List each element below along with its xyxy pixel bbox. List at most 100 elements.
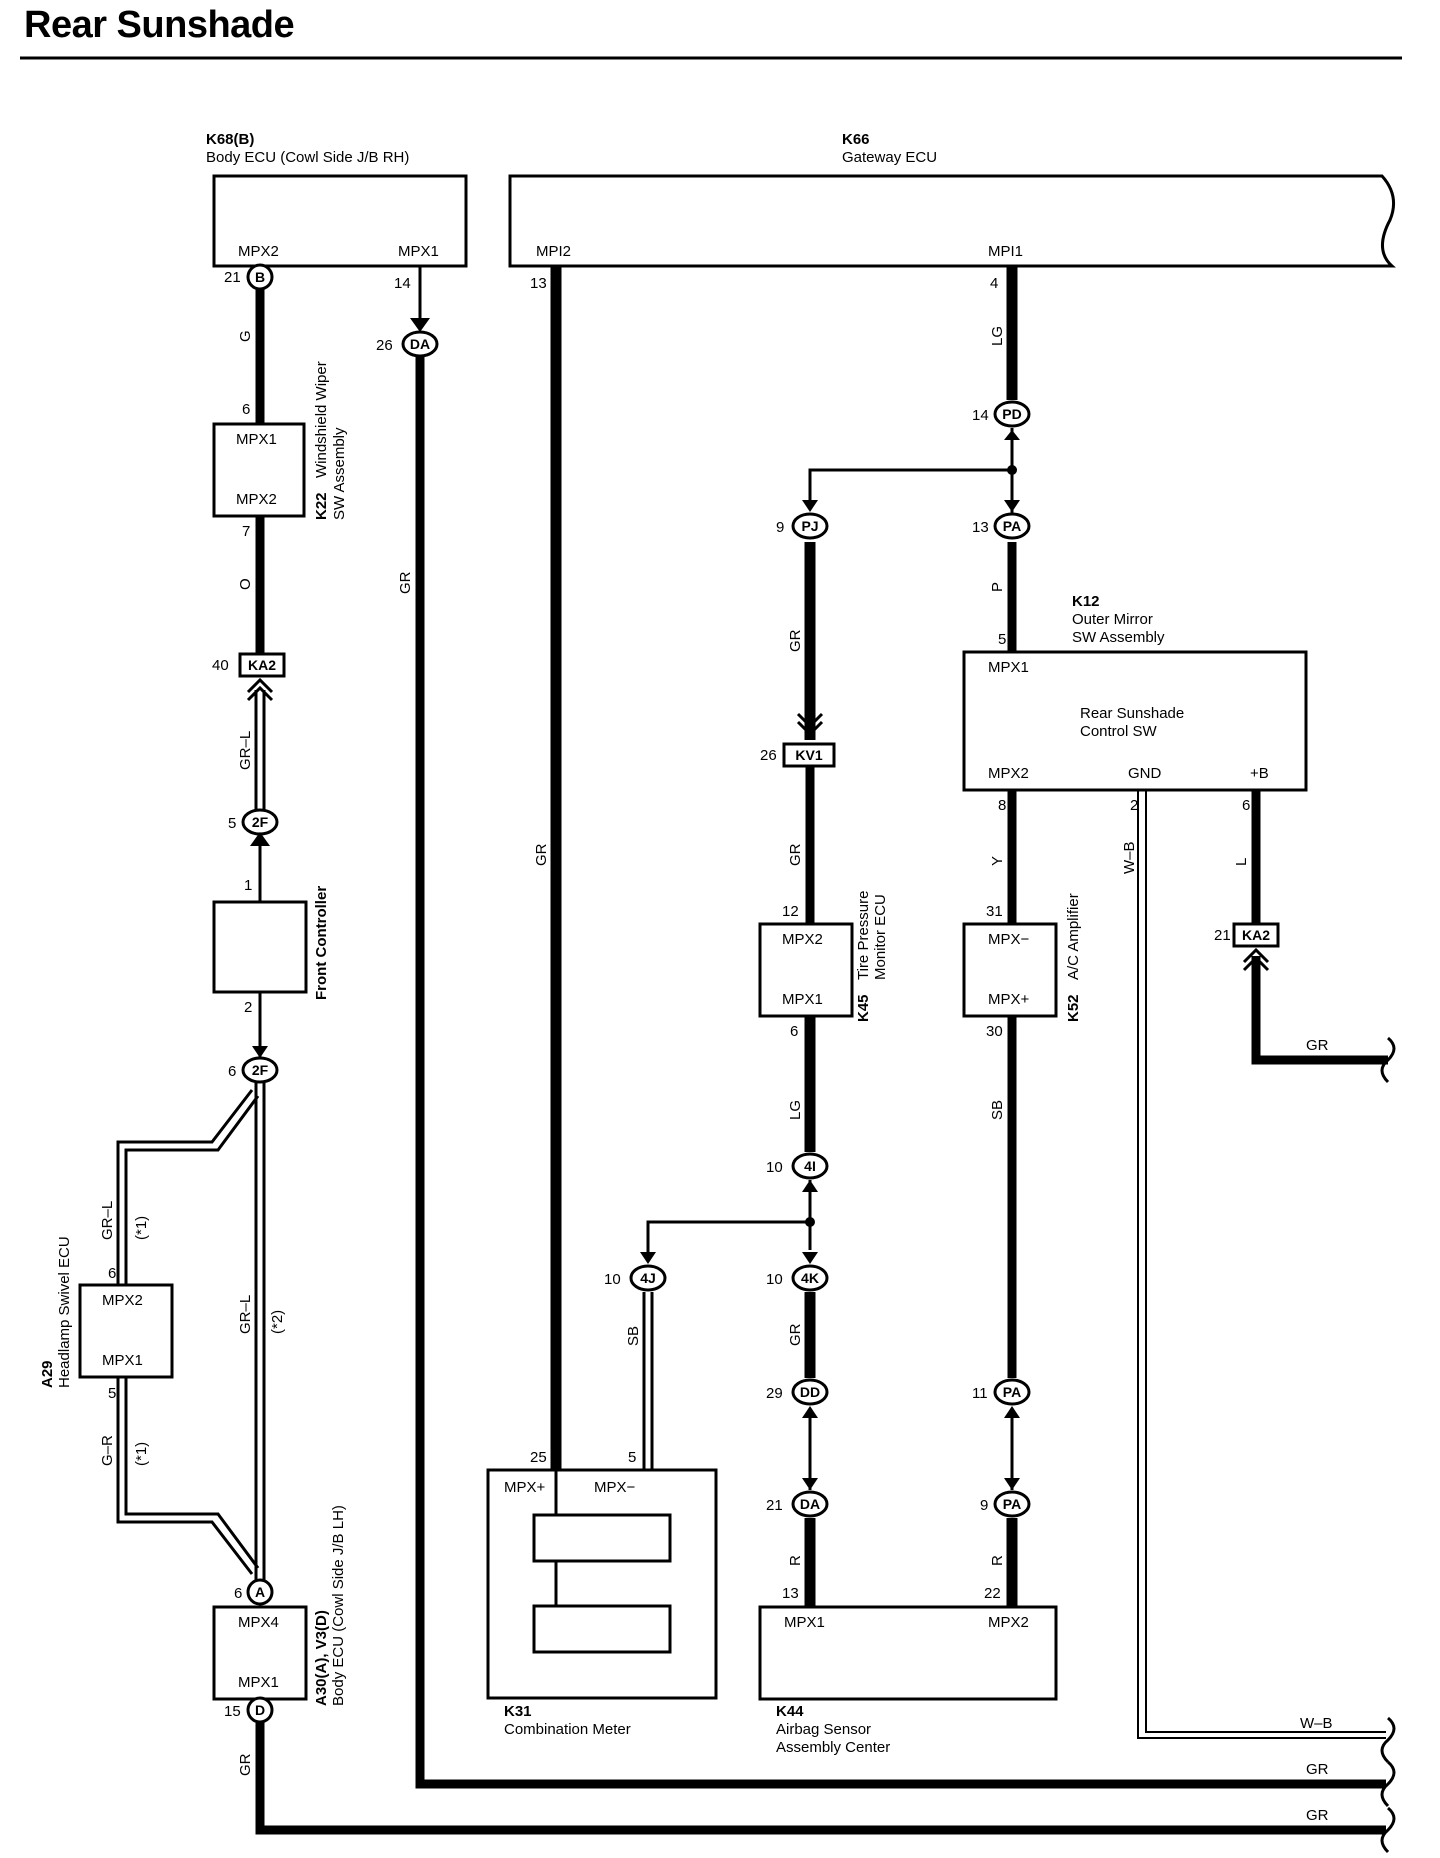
wl-wb: W–B xyxy=(1121,841,1138,874)
k45-pin-mpx2: MPX2 xyxy=(782,931,823,948)
k12-pin-b: +B xyxy=(1250,765,1269,782)
pin-1-fc: 1 xyxy=(244,877,252,894)
k31-box xyxy=(486,1468,718,1700)
wl-r-1: R xyxy=(787,1555,804,1566)
pin-5-k31: 5 xyxy=(628,1449,636,1466)
arrow-2f-top xyxy=(250,832,270,846)
wl-gr-right: GR xyxy=(1306,1037,1329,1054)
k52-pin-mpx-minus: MPX− xyxy=(988,931,1030,948)
pin-2-k12: 2 xyxy=(1130,797,1138,814)
wl-note-1a: (*1) xyxy=(133,1216,150,1240)
pin-10-4j: 10 xyxy=(604,1271,621,1288)
pin-11-pa: 11 xyxy=(972,1385,988,1402)
k45-code: K45 xyxy=(855,994,872,1022)
conn-dd-label: DD xyxy=(800,1384,820,1400)
k44-code: K44 xyxy=(776,1703,804,1720)
conn-ka2-right-label: KA2 xyxy=(1242,927,1270,943)
pin-10-4k: 10 xyxy=(766,1271,783,1288)
conn-pa-bot xyxy=(993,1490,1031,1518)
wl-grl-3: GR–L xyxy=(237,1295,254,1334)
k31-pin-mpx-plus: MPX+ xyxy=(504,1479,546,1496)
wl-p: P xyxy=(989,582,1006,592)
break-gr-right xyxy=(1380,1036,1396,1084)
pin-numbers: 21 14 26 13 4 14 6 7 40 5 1 2 6 6 5 6 15… xyxy=(108,269,1250,1720)
conn-a-label: A xyxy=(255,1584,265,1600)
k68-pin-mpx2: MPX2 xyxy=(238,243,279,260)
wl-y: Y xyxy=(989,856,1006,866)
pin-13-k66: 13 xyxy=(530,275,547,292)
arrow-da-bot xyxy=(802,1478,818,1490)
pin-22-k44: 22 xyxy=(984,1585,1001,1602)
k52-name: A/C Amplifier xyxy=(1065,893,1082,980)
arrow-4i xyxy=(802,1180,818,1192)
junction-dot-1 xyxy=(1007,465,1017,475)
wl-gr-4: GR xyxy=(787,843,804,866)
wire-gr-right xyxy=(1251,956,1388,1065)
k12-pin-mpx2: MPX2 xyxy=(988,765,1029,782)
wl-sb-1: SB xyxy=(989,1100,1006,1120)
a30-pin-mpx4: MPX4 xyxy=(238,1614,279,1631)
wl-r-2: R xyxy=(989,1555,1006,1566)
conn-b xyxy=(246,263,274,291)
wl-lg-2: LG xyxy=(787,1100,804,1120)
k66-code: K66 xyxy=(842,131,870,148)
front-controller-name: Front Controller xyxy=(313,886,330,1000)
wl-note-1b: (*1) xyxy=(133,1442,150,1466)
pin-6-k45: 6 xyxy=(790,1023,798,1040)
pin-13-pa: 13 xyxy=(972,519,989,536)
wl-note-2: (*2) xyxy=(269,1310,286,1334)
k66-name: Gateway ECU xyxy=(842,149,937,166)
k68-box xyxy=(212,174,468,268)
pin-6-k12: 6 xyxy=(1242,797,1250,814)
a29-code: A29 xyxy=(39,1360,56,1388)
wl-sb-2: SB xyxy=(625,1326,642,1346)
conn-pj-label: PJ xyxy=(801,518,818,534)
page-title: Rear Sunshade xyxy=(24,4,295,46)
pin-5-a29: 5 xyxy=(108,1385,116,1402)
pin-13-k44: 13 xyxy=(782,1585,799,1602)
a30-pin-mpx1: MPX1 xyxy=(238,1674,279,1691)
conn-dd xyxy=(791,1378,829,1406)
chevrons xyxy=(246,677,1270,972)
k22-pin-mpx2: MPX2 xyxy=(236,491,277,508)
wl-gr-bottom-2: GR xyxy=(1306,1807,1329,1824)
conn-pd xyxy=(993,400,1031,428)
pin-25-k31: 25 xyxy=(530,1449,547,1466)
pin-14-k68: 14 xyxy=(394,275,411,292)
k44-pin-mpx1: MPX1 xyxy=(784,1614,825,1631)
conn-pd-label: PD xyxy=(1002,406,1021,422)
arrow-dd xyxy=(802,1406,818,1418)
arrow-da xyxy=(410,318,430,332)
wire-breaks xyxy=(1380,1036,1396,1854)
k31-code: K31 xyxy=(504,1703,532,1720)
k12-pin-gnd: GND xyxy=(1128,765,1162,782)
pin-31-k52: 31 xyxy=(986,903,1003,920)
conn-2f-bot-label: 2F xyxy=(252,1062,269,1078)
arrow-pj xyxy=(802,500,818,512)
k44-box xyxy=(758,1605,1058,1701)
pin-40-ka2: 40 xyxy=(212,657,229,674)
wl-gr-bottom-1: GR xyxy=(1306,1761,1329,1778)
wl-gr-5: GR xyxy=(787,1323,804,1346)
conn-pa-mid-label: PA xyxy=(1003,1384,1021,1400)
conn-ka2-left-label: KA2 xyxy=(248,657,276,673)
conn-b-label: B xyxy=(255,269,265,285)
pin-7-k22: 7 xyxy=(242,523,250,540)
k68-pin-mpx1: MPX1 xyxy=(398,243,439,260)
k22-pin-mpx1: MPX1 xyxy=(236,431,277,448)
pin-2-fc: 2 xyxy=(244,999,252,1016)
arrow-pa-bot xyxy=(1004,1478,1020,1490)
conn-da-bot-label: DA xyxy=(800,1496,820,1512)
a30-name: Body ECU (Cowl Side J/B LH) xyxy=(330,1505,347,1706)
conn-kv1-label: KV1 xyxy=(795,747,822,763)
pin-26-kv1: 26 xyxy=(760,747,777,764)
k12-inner-1: Rear Sunshade xyxy=(1080,705,1184,722)
pin-15-d: 15 xyxy=(224,1703,241,1720)
k52-pin-mpx-plus: MPX+ xyxy=(988,991,1030,1008)
pin-21-k68: 21 xyxy=(224,269,241,286)
break-wb xyxy=(1380,1716,1396,1764)
chevron-ka2r-b xyxy=(1242,955,1270,972)
k22-name-2: SW Assembly xyxy=(331,427,348,520)
conn-da-top-label: DA xyxy=(410,336,430,352)
